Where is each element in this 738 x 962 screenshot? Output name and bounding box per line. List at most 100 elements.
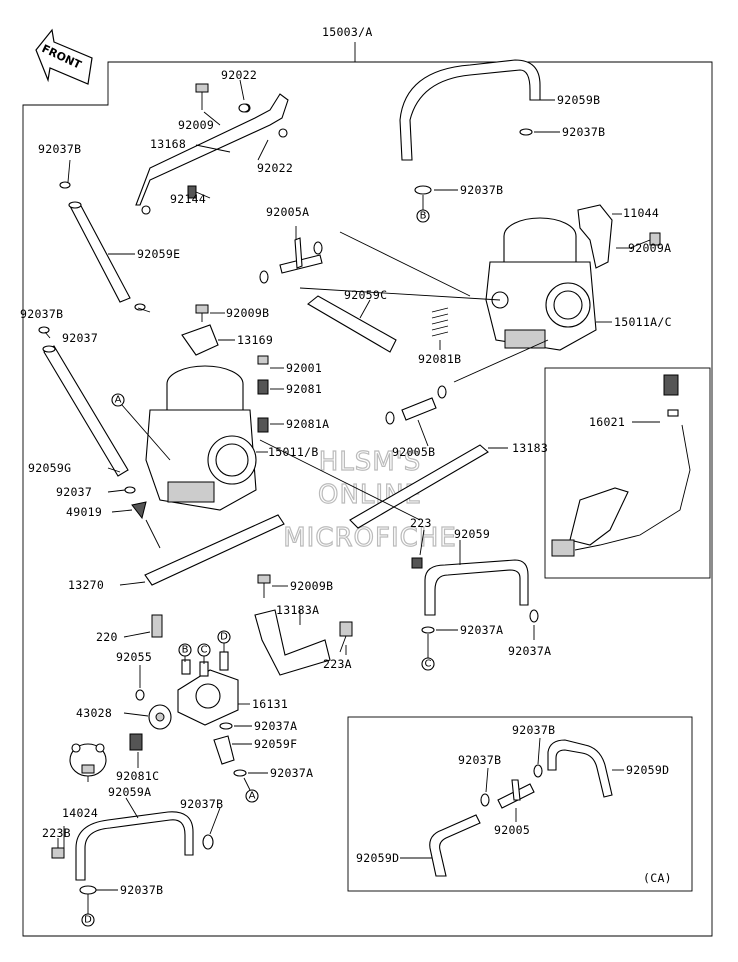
label-13183A: 13183A [276,603,319,617]
label-49019: 49019 [66,505,102,519]
ring-92055 [135,689,145,701]
callout-B-mid: B [178,643,192,662]
label-92022-top: 92022 [221,68,257,82]
callout-A-lower: A [243,777,259,803]
label-92059B: 92059B [557,93,600,107]
label-92059A: 92059A [108,785,151,799]
callout-A-upper: A [111,393,171,461]
bracket-11044 [577,204,613,269]
label-223A: 223A [323,657,352,671]
label-92009B-upper: 92009B [226,306,269,320]
label-92081A: 92081A [286,417,329,431]
label-92037B-5: 92037B [512,723,555,737]
bracket-13183A [254,609,331,676]
assembly-label: 15003/A [322,25,373,39]
hose-92059D-left [429,814,481,877]
svg-text:A: A [249,791,256,802]
label-92059F: 92059F [254,737,297,751]
plate-13270 [144,514,285,586]
callout-B-upper: B [416,195,430,223]
clip-92037A-b [529,609,539,623]
label-92037B-6: 92037B [458,753,501,767]
label-92037B-8: 92037B [120,883,163,897]
label-14024: 14024 [62,806,98,820]
cable-16021 [551,374,691,557]
hose-92059B [399,59,541,161]
label-92037B-7: 92037B [180,797,223,811]
callout-D-mid: D [217,630,231,652]
part-92001 [257,355,269,365]
fitting-92005 [497,779,535,809]
clip-92037A-c [219,722,233,730]
watermark-line-3: MICROFICHE [283,523,457,553]
label-92005: 92005 [494,823,530,837]
part-labels: 92022 92009 13168 92022 92144 92037B 920… [20,68,672,897]
label-92009: 92009 [178,118,214,132]
washer-92022 [238,103,250,113]
label-92055: 92055 [116,650,152,664]
callout-D-lower: D [81,894,95,927]
label-92037B-2: 92037B [562,125,605,139]
screw-223 [411,557,423,569]
label-92001: 92001 [286,361,322,375]
label-92037B-3: 92037B [460,183,503,197]
screw-92009B-lower [257,574,271,598]
svg-text:B: B [182,645,189,656]
label-92081B: 92081B [418,352,461,366]
clip-92037B-mid [414,185,432,195]
svg-text:B: B [420,211,427,222]
label-92059D-1: 92059D [626,763,669,777]
label-13168: 13168 [150,137,186,151]
clip-92037 [38,326,50,334]
ca-inset-box [347,716,693,892]
label-92059G: 92059G [28,461,71,475]
screw-223B [51,838,65,859]
hose-92059F [213,735,235,765]
bracket-13168 [135,93,289,215]
front-arrow-icon: FRONT [35,28,93,85]
hose-92059A [75,811,194,881]
part-13169 [181,324,219,356]
watermark-line-1: HLSM'S [319,447,422,477]
assembly-border [22,61,713,937]
label-92037A-4: 92037A [270,766,313,780]
callout-C-lower: C [421,634,435,671]
carburetor-15011A-C [485,217,597,351]
svg-text:A: A [115,395,122,406]
leader-lines [44,79,660,891]
clip-92037A-a [421,626,435,634]
label-92005B: 92005B [392,445,435,459]
label-223: 223 [410,516,432,530]
svg-text:D: D [220,632,228,643]
label-92037-1: 92037 [62,331,98,345]
label-15011A-C: 15011A/C [614,315,672,329]
cable-inset-box [544,367,711,579]
screw-92009B [195,304,209,322]
spring-92081 [257,379,269,395]
carburetor-15011-B [145,365,257,511]
callout-C-mid: C [197,643,211,664]
label-92059C: 92059C [344,288,387,302]
hose-92059C [307,295,397,353]
svg-text:D: D [84,915,92,926]
plate-13183 [349,444,489,529]
part-49019 [131,501,147,520]
cover-14024 [69,743,107,777]
label-11044: 11044 [623,206,659,220]
label-16021: 16021 [589,415,625,429]
label-92037A-1: 92037A [460,623,503,637]
label-223B: 223B [42,826,71,840]
label-92037-2: 92037 [56,485,92,499]
hose-92059D-right [547,739,613,798]
clip-92037B-top [519,128,533,136]
screw-223A [339,621,353,653]
label-220: 220 [96,630,118,644]
manifold-16131 [177,651,239,726]
clip-92037B-left [59,181,71,189]
label-13183: 13183 [512,441,548,455]
label-92037B-1: 92037B [38,142,81,156]
hose-92059 [424,559,529,616]
clip-92037B-lower [134,303,146,311]
screw-92009 [195,83,209,110]
